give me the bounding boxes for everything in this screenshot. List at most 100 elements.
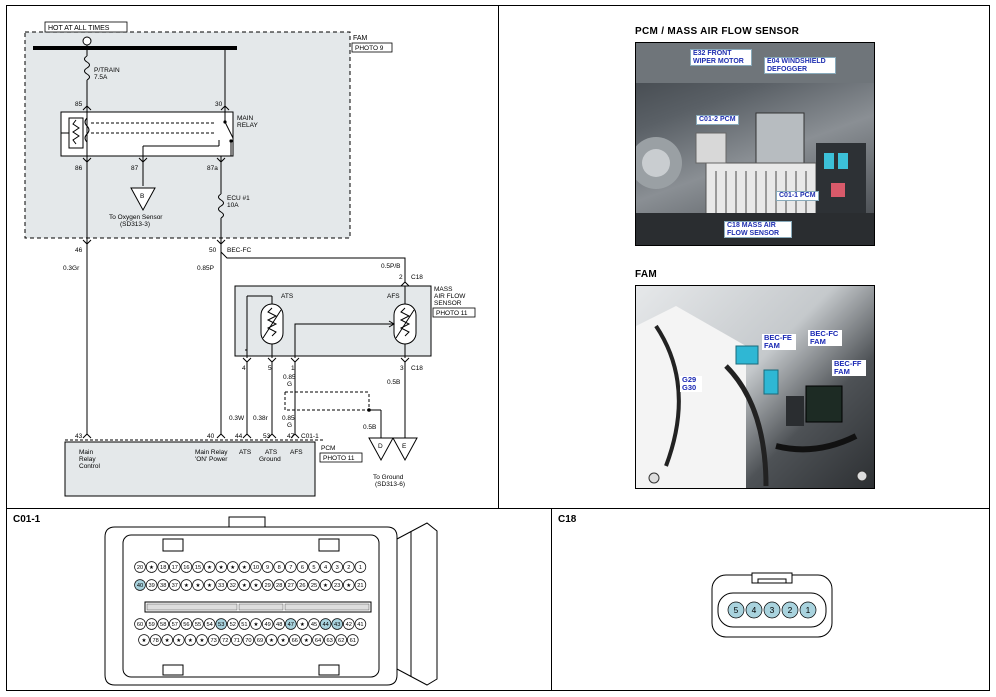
pin-cavity (231, 634, 243, 646)
pin-cavity (799, 601, 817, 619)
pin-cavity (273, 618, 285, 630)
connector-pin: 42 (343, 618, 355, 630)
pin-cavity (354, 618, 367, 630)
fam-photo-ref: PHOTO 9 (355, 45, 384, 52)
connector-b: B (140, 193, 144, 200)
pin-number: 47 (288, 622, 294, 628)
pin-cavity (727, 601, 745, 619)
pin-cavity (138, 634, 150, 646)
connector-pin: 62 (335, 634, 347, 646)
to-ground: To Ground (373, 474, 404, 481)
pin-cavity (145, 561, 158, 573)
connector-pin: 6 (296, 561, 309, 573)
pin-cavity (273, 579, 285, 591)
pin-cavity (285, 618, 297, 630)
pin-cavity (169, 618, 181, 630)
pin-number: ★ (195, 582, 200, 589)
pcm-photo-title: PCM / MASS AIR FLOW SENSOR (635, 26, 800, 37)
connector-pin: ★ (184, 634, 197, 646)
to-ground-ref: (SD313-6) (375, 481, 405, 488)
pin-number: 49 (264, 622, 270, 628)
pin-number: 61 (350, 638, 356, 644)
pin-number: 17 (172, 565, 178, 571)
pin-number: 3 (336, 565, 339, 571)
pin-number: ★ (188, 637, 193, 644)
connector-pin: 7 (285, 561, 297, 573)
pin-cavity (296, 579, 309, 591)
pin-cavity (157, 579, 169, 591)
to-oxygen-sensor-ref: (SD313-3) (120, 221, 150, 228)
pin-cavity (203, 561, 216, 573)
c18-top-label: C18 (411, 274, 423, 281)
pcm-main-relay-1: Main (79, 449, 93, 456)
pin-number: ★ (242, 582, 247, 589)
connector-e: E (402, 443, 407, 450)
pin-46: 46 (75, 247, 83, 254)
connector-pin: ★ (145, 561, 158, 573)
wire-085p: 0.85P (197, 265, 214, 272)
pin-number: 37 (172, 583, 178, 589)
pin-cavity (319, 561, 332, 573)
pin-number: 41 (357, 622, 363, 628)
pin-number: 78 (152, 638, 158, 644)
pin-cavity (285, 579, 297, 591)
pin-cavity (308, 618, 320, 630)
pin-number: 25 (311, 583, 317, 589)
pin-number: ★ (323, 582, 328, 589)
connector-pin: 59 (145, 618, 158, 630)
pin-cavity (180, 561, 193, 573)
pin-cavity (207, 634, 220, 646)
pin-cavity (215, 618, 227, 630)
connector-pin: ★ (277, 634, 289, 646)
connector-pin: 66 (289, 634, 301, 646)
pin-cavity (343, 561, 355, 573)
sensor-pin-1: 1 (291, 365, 295, 372)
relay-name-1: MAIN (237, 115, 254, 122)
pin-number: 10 (253, 565, 259, 571)
maf-label-1: MASS (434, 286, 453, 293)
pin-number: ★ (207, 582, 212, 589)
fam-photo-title: FAM (635, 269, 658, 280)
connector-pin: ★ (215, 561, 227, 573)
pin-number: ★ (219, 564, 224, 571)
pin-cavity (145, 579, 158, 591)
pin-cavity (250, 618, 262, 630)
pcm-pin-47: 47 (287, 433, 295, 440)
maf-label-2: AIR FLOW (434, 293, 466, 300)
pin-cavity (347, 634, 359, 646)
connector-pin: 72 (219, 634, 231, 646)
pin-number: 5 (312, 565, 315, 571)
c18-pin-2: 2 (399, 274, 403, 281)
pin-cavity (250, 561, 262, 573)
pin-number: ★ (281, 637, 286, 644)
connector-pin: 15 (192, 561, 204, 573)
connector-pin: 5 (308, 561, 320, 573)
pin-number: 45 (311, 622, 317, 628)
pin-number: 39 (148, 583, 154, 589)
pin-cavity (354, 561, 367, 573)
connector-pin: ★ (319, 579, 332, 591)
pin-cavity (781, 601, 799, 619)
connector-pin: 32 (227, 579, 239, 591)
connector-pin: 28 (273, 579, 285, 591)
pin-cavity (312, 634, 324, 646)
pin-86: 86 (75, 165, 83, 172)
sensor-pin-5: 5 (268, 365, 272, 372)
pin-number: 2 (347, 565, 350, 571)
pin-number: 58 (160, 622, 166, 628)
wire-05b-b: 0.5B (363, 424, 376, 431)
connector-pin: 64 (312, 634, 324, 646)
pcm-pin-44: 44 (235, 433, 243, 440)
pin-cavity (192, 561, 204, 573)
connector-pin: 33 (215, 579, 227, 591)
connector-pin: 45 (308, 618, 320, 630)
pin-30: 30 (215, 101, 223, 108)
connector-pin: 26 (296, 579, 309, 591)
pin-cavity (261, 618, 274, 630)
connector-pin: ★ (250, 618, 262, 630)
connector-pin: 69 (254, 634, 266, 646)
pin-number: 5 (734, 605, 739, 615)
pin-cavity (169, 561, 181, 573)
c18-bottom-label: C18 (411, 365, 423, 372)
